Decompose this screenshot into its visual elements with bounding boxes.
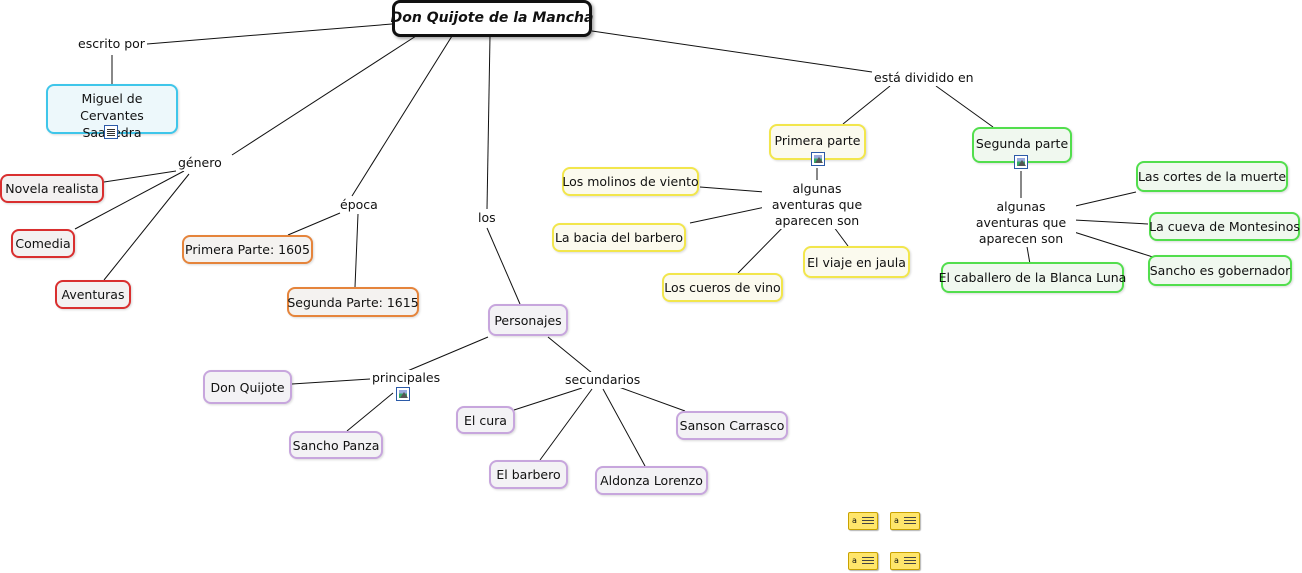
note-glyph: a bbox=[894, 516, 899, 525]
line-root-escrito bbox=[146, 23, 393, 45]
character-node-aldonza[interactable]: Aldonza Lorenzo bbox=[595, 466, 708, 495]
adventure-label: La bacia del barbero bbox=[554, 230, 684, 245]
character-label: Sancho Panza bbox=[292, 437, 380, 453]
genre-label: Aventuras bbox=[61, 287, 125, 302]
line-personajes-secundarios bbox=[547, 336, 593, 374]
adventure-label: Sancho es gobernador bbox=[1149, 263, 1291, 278]
character-node-barbero[interactable]: El barbero bbox=[489, 460, 568, 489]
characters-title: Personajes bbox=[494, 312, 562, 328]
image-icon[interactable] bbox=[811, 152, 825, 166]
link-genero: género bbox=[178, 155, 222, 171]
line-personajes-principales bbox=[404, 336, 489, 373]
note-icon[interactable]: a bbox=[848, 512, 878, 530]
part1-title: Primera parte bbox=[774, 133, 861, 148]
adventure-node-caballero[interactable]: El caballero de la Blanca Luna bbox=[938, 262, 1127, 293]
image-icon[interactable] bbox=[1014, 155, 1028, 169]
genre-node-novela[interactable]: Novela realista bbox=[0, 174, 104, 203]
author-name: Miguel de Cervantes Saavedra bbox=[80, 91, 144, 140]
part2-title: Segunda parte bbox=[975, 136, 1069, 151]
adventure-label: Los cueros de vino bbox=[664, 280, 781, 295]
link-los: los bbox=[478, 210, 496, 226]
genre-label: Novela realista bbox=[5, 181, 99, 196]
adventure-node-cueva[interactable]: La cueva de Montesinos bbox=[1149, 212, 1300, 241]
genre-node-aventuras[interactable]: Aventuras bbox=[55, 280, 131, 309]
characters-node[interactable]: Personajes bbox=[488, 304, 568, 336]
root-topic[interactable]: Don Quijote de la Mancha bbox=[390, 0, 594, 37]
line-genero-novela bbox=[103, 170, 177, 183]
note-glyph: a bbox=[852, 516, 857, 525]
line-dividido-segunda bbox=[935, 85, 994, 128]
character-node-cura[interactable]: El cura bbox=[456, 406, 515, 434]
line-av1-bacia bbox=[689, 205, 771, 224]
line-root-genero bbox=[231, 35, 417, 156]
adventure-node-cueros[interactable]: Los cueros de vino bbox=[662, 273, 783, 302]
genre-label: Comedia bbox=[15, 236, 71, 251]
adventure-label: El caballero de la Blanca Luna bbox=[938, 270, 1127, 285]
adventure-node-viaje[interactable]: El viaje en jaula bbox=[803, 246, 910, 278]
adventure-node-gobernador[interactable]: Sancho es gobernador bbox=[1148, 255, 1292, 286]
line-epoca-1605 bbox=[287, 212, 341, 236]
note-icon[interactable]: a bbox=[890, 552, 920, 570]
line-dividido-primera bbox=[842, 85, 891, 125]
genre-node-comedia[interactable]: Comedia bbox=[11, 229, 75, 258]
link-epoca: época bbox=[340, 197, 378, 213]
adventure-label: La cueva de Montesinos bbox=[1149, 219, 1300, 234]
epoch-label: Primera Parte: 1605 bbox=[185, 242, 310, 257]
line-av2-cueva bbox=[1073, 219, 1149, 225]
line-principales-sancho bbox=[346, 392, 394, 432]
line-root-epoca bbox=[351, 35, 453, 197]
line-genero-aventuras bbox=[103, 173, 190, 281]
author-node[interactable]: Miguel de Cervantes Saavedra bbox=[46, 84, 178, 140]
character-label: Aldonza Lorenzo bbox=[600, 473, 703, 488]
character-label: Don Quijote bbox=[210, 379, 285, 395]
line-sec-barbero bbox=[539, 388, 593, 461]
line-principales-quijote bbox=[291, 378, 371, 385]
character-label: El cura bbox=[464, 412, 507, 428]
image-icon[interactable] bbox=[396, 387, 410, 401]
line-sec-aldonza bbox=[602, 388, 646, 467]
character-label: El barbero bbox=[496, 467, 561, 482]
link-principales: principales bbox=[372, 370, 441, 386]
line-root-dividido bbox=[591, 30, 873, 73]
adventure-node-cortes[interactable]: Las cortes de la muerte bbox=[1136, 161, 1288, 192]
adventure-label: Las cortes de la muerte bbox=[1137, 169, 1287, 184]
adventure-label: Los molinos de viento bbox=[562, 174, 699, 189]
link-secundarios: secundarios bbox=[565, 372, 641, 388]
line-root-los bbox=[486, 35, 491, 210]
adventure-label: El viaje en jaula bbox=[807, 254, 906, 270]
line-sec-cura bbox=[513, 387, 583, 411]
link-aventuras-part2: algunas aventuras que aparecen son bbox=[966, 199, 1076, 247]
note-glyph: a bbox=[894, 556, 899, 565]
character-node-sanson[interactable]: Sanson Carrasco bbox=[676, 411, 788, 440]
character-node-don-quijote[interactable]: Don Quijote bbox=[203, 370, 292, 404]
character-label: Sanson Carrasco bbox=[679, 418, 785, 433]
line-av2-sancho bbox=[1073, 231, 1157, 259]
line-sec-sanson bbox=[615, 385, 686, 412]
note-icon[interactable]: a bbox=[848, 552, 878, 570]
note-glyph: a bbox=[852, 556, 857, 565]
link-escrito-por: escrito por bbox=[78, 36, 145, 52]
line-los-personajes bbox=[486, 227, 521, 305]
character-node-sancho-panza[interactable]: Sancho Panza bbox=[289, 431, 383, 459]
epoch-node-1615[interactable]: Segunda Parte: 1615 bbox=[287, 287, 419, 317]
line-av2-cortes bbox=[1070, 191, 1137, 208]
epoch-node-1605[interactable]: Primera Parte: 1605 bbox=[182, 235, 313, 264]
link-aventuras-part1: algunas aventuras que aparecen son bbox=[762, 181, 872, 229]
link-dividido: está dividido en bbox=[874, 70, 974, 86]
line-av1-molinos bbox=[699, 186, 766, 193]
adventure-node-molinos[interactable]: Los molinos de viento bbox=[562, 167, 699, 196]
line-genero-comedia bbox=[74, 170, 185, 230]
document-icon[interactable] bbox=[104, 125, 118, 139]
epoch-label: Segunda Parte: 1615 bbox=[287, 294, 419, 310]
root-title: Don Quijote de la Mancha bbox=[390, 10, 594, 26]
line-epoca-1615 bbox=[354, 213, 359, 288]
adventure-node-bacia[interactable]: La bacia del barbero bbox=[552, 223, 686, 252]
note-icon[interactable]: a bbox=[890, 512, 920, 530]
